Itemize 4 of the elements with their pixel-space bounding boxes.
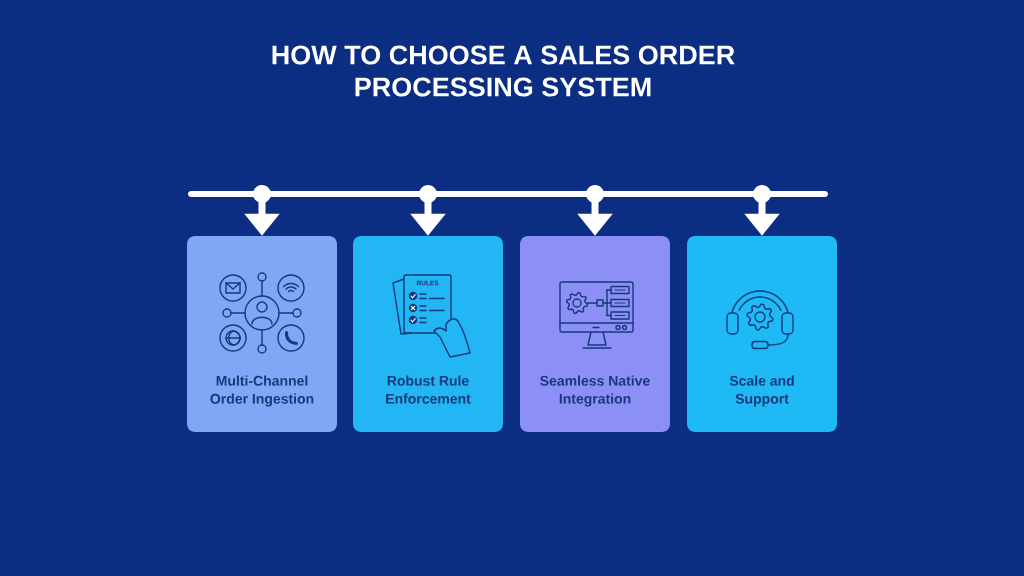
title: HOW TO CHOOSE A SALES ORDER PROCESSING SYSTEM [272,45,735,97]
process-box: Seamless Native Integration [520,236,670,432]
process-box: Multi-Channel Order Ingestion [187,236,337,432]
process-box: Scale and Support [687,236,837,432]
